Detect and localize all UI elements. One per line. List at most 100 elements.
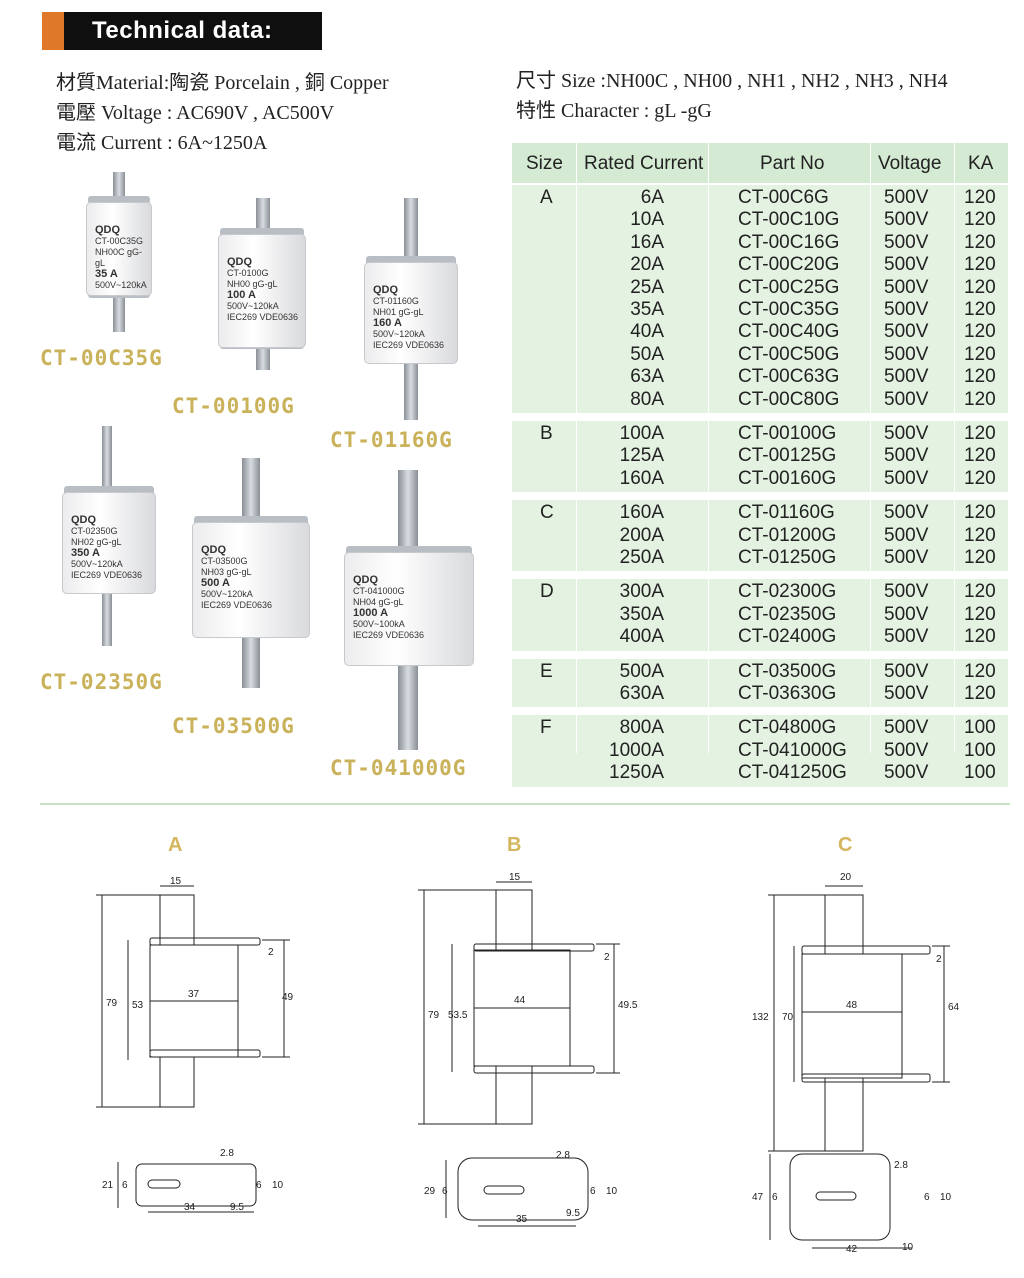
cell-ka: 120 [964, 187, 996, 208]
dim-text: 20 [840, 872, 852, 883]
spec-material: 材質Material:陶瓷 Porcelain , 銅 Copper [56, 72, 389, 94]
dim-text: 132 [752, 1012, 769, 1023]
dim-text: 9.5 [566, 1208, 580, 1219]
cell-ka: 120 [964, 231, 996, 253]
cell-part: CT-00160G [738, 467, 837, 489]
drawing-c-plan [769, 1153, 912, 1249]
cell-current: 100A [619, 423, 664, 444]
dim-text: 44 [514, 995, 526, 1006]
cell-ka: 120 [964, 547, 996, 568]
table-header: Size Rated Current Part No Voltage KA [512, 143, 1008, 183]
cell-current: 20A [630, 254, 664, 276]
cell-voltage: 500V [884, 717, 929, 739]
spec-character: 特性 Character : gL -gG [516, 100, 712, 122]
dim-text: 15 [170, 876, 182, 887]
table-row: 10A CT-00C10G 500V 120 [512, 209, 1008, 231]
drawing-label-b: B [507, 834, 522, 856]
cell-voltage: 500V [884, 231, 929, 253]
cell-ka: 120 [964, 366, 996, 388]
drawing-b-plan [445, 1157, 589, 1227]
dim-text: 10 [940, 1192, 952, 1203]
cell-ka: 120 [964, 581, 996, 603]
cell-ka: 120 [964, 445, 996, 467]
cell-ka: 100 [964, 717, 996, 739]
cell-part: CT-00100G [738, 423, 837, 444]
dim-text: 47 [752, 1192, 764, 1203]
cell-voltage: 500V [884, 254, 929, 276]
product-label: CT-00100G [172, 394, 295, 418]
table-group [512, 185, 1008, 413]
cell-ka: 120 [964, 683, 996, 704]
cell-ka: 120 [964, 209, 996, 231]
cell-size: D [540, 581, 554, 603]
cell-current: 40A [630, 321, 664, 343]
cell-ka: 120 [964, 626, 996, 648]
dim-text: 48 [846, 1000, 858, 1011]
cell-part: CT-00C10G [738, 209, 840, 231]
dim-text: 37 [188, 989, 200, 1000]
cell-current: 63A [630, 366, 664, 388]
section-title: Technical data: [92, 17, 273, 44]
spec-size: 尺寸 Size :NH00C , NH00 , NH1 , NH2 , NH3 … [516, 70, 948, 92]
cell-voltage: 500V [884, 683, 929, 704]
cell-current: 200A [619, 524, 664, 546]
cell-part: CT-02400G [738, 626, 837, 648]
cell-ka: 120 [964, 660, 996, 682]
cell-ka: 100 [964, 739, 996, 761]
cell-voltage: 500V [884, 343, 929, 365]
cell-part: CT-00C20G [738, 254, 840, 276]
cell-part: CT-02350G [738, 603, 837, 625]
dim-text: 2.8 [894, 1160, 908, 1171]
cell-voltage: 500V [884, 739, 929, 761]
cell-voltage: 500V [884, 467, 929, 489]
dim-text: 9.5 [230, 1202, 244, 1213]
cell-current: 160A [619, 467, 664, 489]
dim-text: 10 [606, 1186, 618, 1197]
cell-ka: 120 [964, 299, 996, 320]
cell-voltage: 500V [884, 581, 929, 603]
drawing-label-a: A [168, 834, 183, 856]
cell-voltage: 500V [884, 547, 929, 568]
table-group [512, 715, 1008, 787]
product-label: CT-03500G [172, 714, 295, 738]
dim-text: 6 [924, 1192, 930, 1203]
cell-current: 400A [619, 626, 664, 648]
cell-current: 10A [630, 209, 664, 231]
cell-current: 630A [619, 683, 664, 704]
drawing-a-side [96, 885, 290, 1108]
dim-text: 35 [516, 1214, 528, 1225]
dim-text: 2 [604, 952, 610, 963]
cell-current: 160A [619, 502, 664, 524]
product-label: CT-041000G [330, 756, 467, 780]
table-group [512, 579, 1008, 651]
header-accent [42, 12, 64, 50]
col-header: KA [968, 153, 994, 174]
dim-text: 6 [772, 1192, 778, 1203]
cell-voltage: 500V [884, 423, 929, 444]
cell-part: CT-03630G [738, 683, 837, 704]
table-group [512, 421, 1008, 493]
cell-part: CT-02300G [738, 581, 837, 603]
spec-current: 電流 Current : 6A~1250A [56, 132, 268, 154]
dim-text: 79 [428, 1010, 440, 1021]
cell-current: 350A [619, 603, 664, 625]
cell-ka: 120 [964, 321, 996, 343]
dim-text: 29 [424, 1186, 436, 1197]
cell-voltage: 500V [884, 209, 929, 231]
dim-text: 2.8 [220, 1148, 234, 1159]
product-label: CT-02350G [40, 670, 163, 694]
